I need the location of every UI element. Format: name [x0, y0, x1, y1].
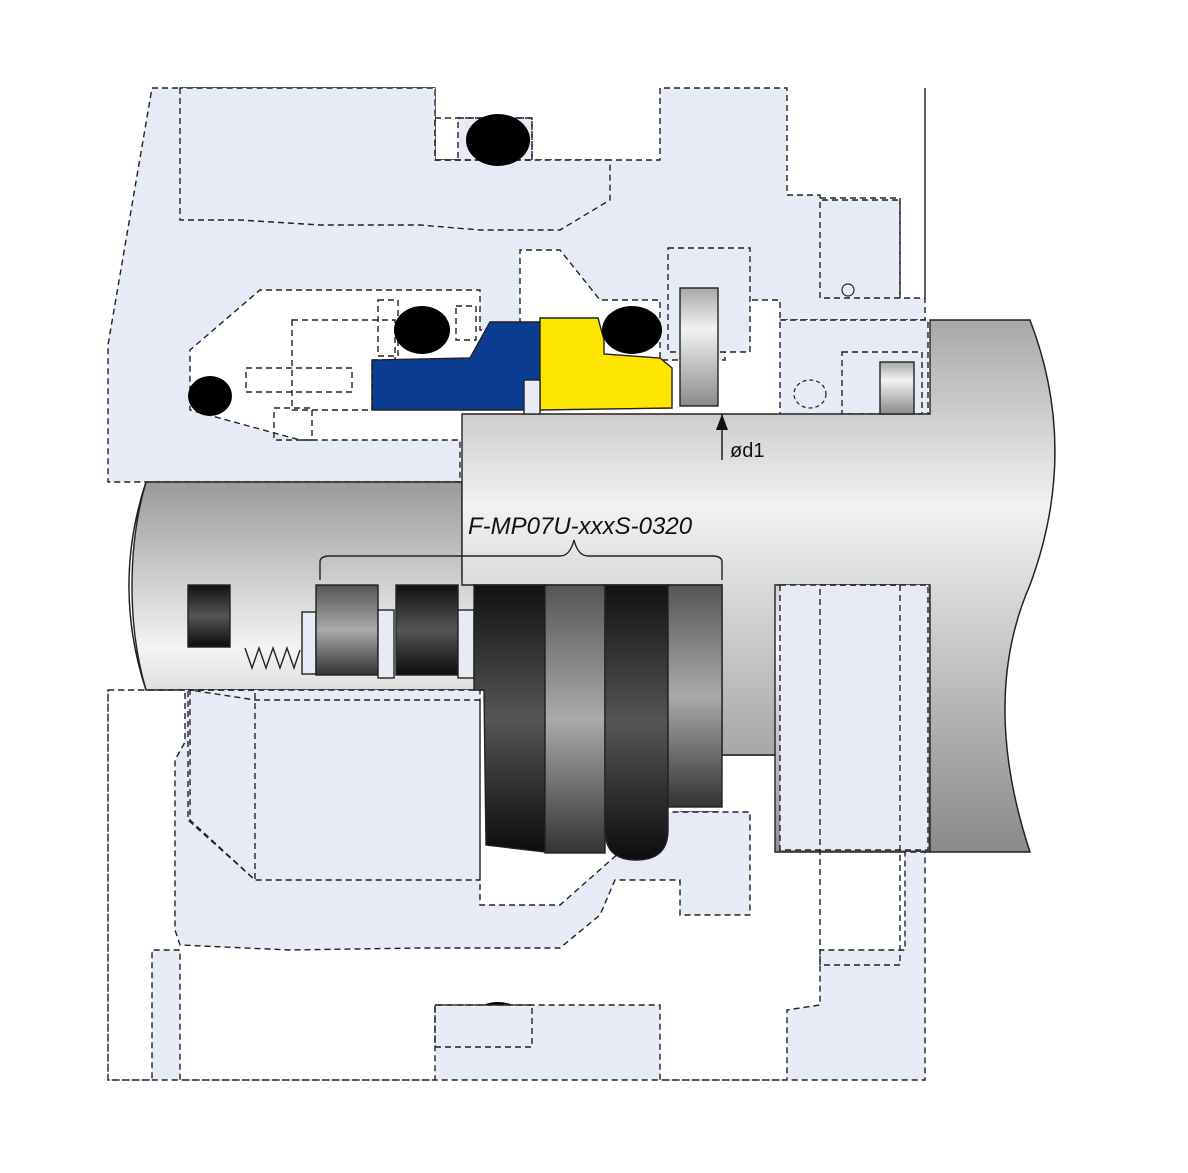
drive-lug-upper — [273, 407, 313, 441]
spring-holder-lower-outline — [187, 689, 256, 882]
shaft-left-break — [128, 481, 147, 691]
pin-spacer-2 — [457, 609, 475, 679]
oring-icon — [394, 306, 450, 354]
oring-icon — [188, 376, 232, 416]
oring-icon — [602, 306, 662, 354]
sleeve-right-curve — [1004, 319, 1056, 853]
spring-retainer-outline — [245, 367, 353, 393]
spring-retainer-lower — [301, 611, 317, 675]
brace-icon — [319, 539, 723, 580]
quench-port-upper — [819, 197, 901, 299]
setscrew-icon — [679, 287, 719, 407]
anti-rotation-pin-upper — [377, 299, 477, 357]
oring-icon — [793, 379, 827, 409]
vent-symbol-icon — [841, 283, 855, 297]
collar-lower-slot — [819, 584, 901, 966]
sleeve-right-break — [1005, 320, 1188, 852]
lower-housing — [107, 584, 929, 1081]
lower-seal-rings — [187, 584, 723, 861]
drive-ring — [187, 584, 231, 648]
dimension-label: ød1 — [730, 440, 764, 462]
oring-icon — [466, 114, 530, 166]
setscrew-icon — [879, 361, 915, 415]
seal-ring-5 — [604, 584, 669, 861]
part-code-label: F-MP07U-xxxS-0320 — [468, 513, 693, 540]
spring-icon — [244, 645, 301, 671]
seat-inner-step — [523, 379, 541, 415]
stationary-seat — [539, 317, 673, 411]
seal-ring-2 — [395, 584, 459, 676]
seal-ring-1 — [315, 584, 379, 676]
gland-upper-inner — [179, 87, 611, 231]
seal-ring-4 — [544, 584, 606, 854]
drive-collar-lower — [779, 584, 929, 851]
part-code-callout: F-MP07U-xxxS-0320 — [319, 513, 723, 580]
pin-spacer-1 — [377, 609, 395, 679]
gland-plate-lower — [107, 689, 926, 1081]
seal-ring-3 — [473, 584, 546, 853]
seal-ring-6 — [667, 584, 723, 808]
dimension-d1: ød1 — [716, 414, 764, 462]
sleeve — [461, 319, 1188, 853]
